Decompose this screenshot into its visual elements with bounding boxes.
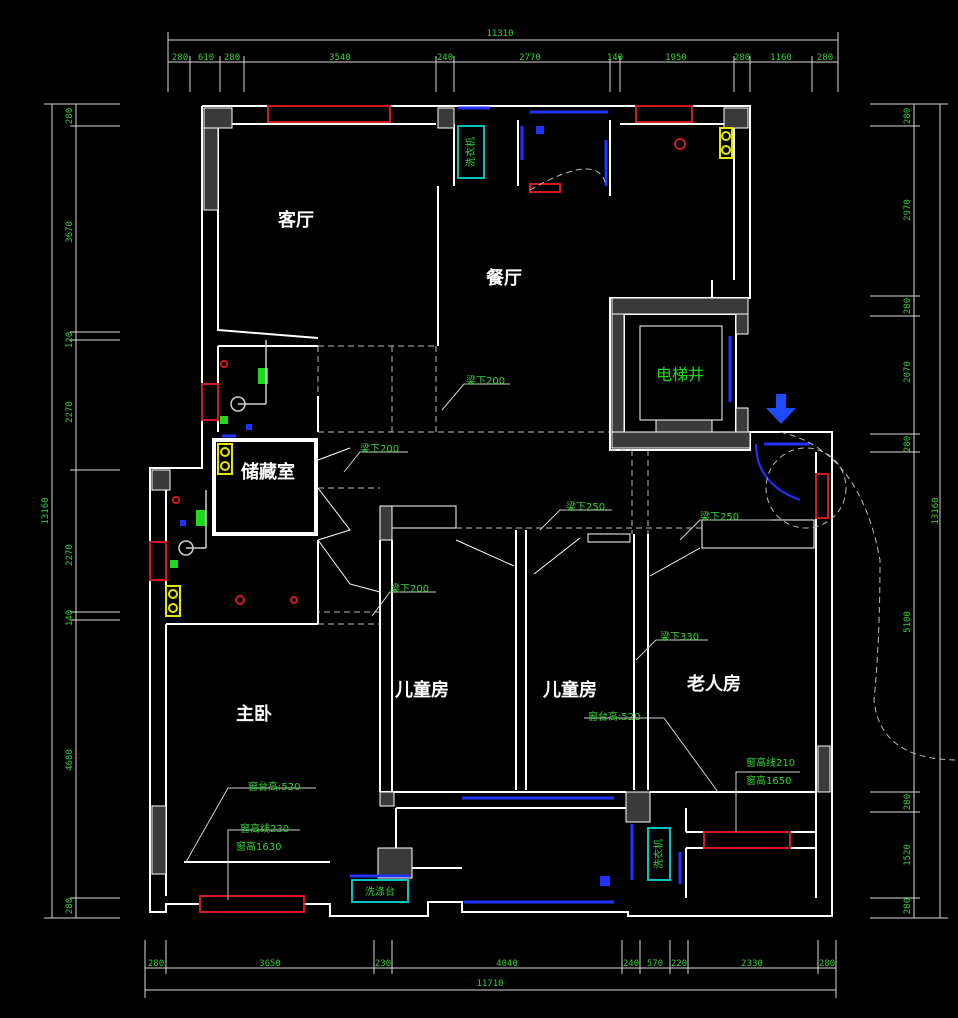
note-beam: 梁下250 — [700, 510, 739, 523]
dim-right-seg: 2970 — [903, 199, 913, 221]
door-swings — [317, 447, 701, 593]
dimension-lines — [44, 32, 948, 998]
dim-bottom-seg: 3650 — [259, 959, 281, 969]
room-elder: 老人房 — [687, 673, 741, 695]
note-window: 窗高线230 — [240, 822, 289, 835]
dim-top-seg: 280 — [172, 53, 188, 63]
washer-2-label: 洗衣机 — [652, 839, 665, 869]
dim-top-seg: 1160 — [770, 53, 792, 63]
room-storage: 储藏室 — [240, 461, 295, 483]
dim-top-seg: 140 — [607, 53, 623, 63]
doors — [222, 106, 810, 904]
dim-right-seg: 5100 — [903, 611, 913, 633]
annotations: 梁下200 梁下200 梁下250 梁下250 梁下200 梁下330 窗台高:… — [236, 374, 795, 853]
vent-icons — [170, 368, 268, 568]
dim-bottom-seg: 280 — [148, 959, 164, 969]
dim-right-seg: 280 — [903, 108, 913, 124]
room-child-1: 儿童房 — [394, 679, 449, 701]
note-beam: 梁下200 — [466, 374, 505, 387]
counter-icon — [351, 879, 409, 903]
floor-drain-icons — [180, 126, 610, 886]
dim-top-seg: 280 — [817, 53, 833, 63]
room-elevator: 电梯井 — [656, 365, 704, 384]
dim-left-seg: 4680 — [65, 749, 75, 771]
note-window: 窗高1630 — [236, 840, 281, 853]
entrance-arrow-icon — [766, 394, 796, 424]
fixtures: 洗衣机 洗衣机 洗涤台 — [165, 125, 733, 903]
note-sill: 窗台高:520 — [588, 710, 640, 723]
elevator-shaft — [639, 325, 723, 421]
room-labels: 客厅 餐厅 储藏室 电梯井 主卧 儿童房 儿童房 老人房 — [236, 209, 741, 725]
dimension-labels: 11310 280 610 280 3540 240 2770 140 1950… — [41, 29, 941, 989]
wall-columns — [151, 107, 831, 879]
leader-lines — [185, 383, 800, 900]
drain-icons — [178, 340, 267, 556]
note-beam: 梁下250 — [566, 500, 605, 513]
washer-2-icon — [647, 827, 671, 881]
dim-bottom-seg: 2330 — [741, 959, 763, 969]
room-master: 主卧 — [236, 703, 272, 725]
dim-left-seg: 280 — [65, 108, 75, 124]
dim-bottom-seg: 570 — [647, 959, 663, 969]
dim-left-seg: 3670 — [65, 221, 75, 243]
dim-left-seg: 120 — [65, 332, 75, 348]
dim-bottom-seg: 4040 — [496, 959, 518, 969]
beam-lines — [317, 168, 958, 761]
room-dining: 餐厅 — [485, 267, 522, 289]
room-living: 客厅 — [278, 209, 314, 231]
dim-left-seg: 280 — [65, 898, 75, 914]
dim-top-seg: 610 — [198, 53, 214, 63]
note-window: 窗高线210 — [746, 756, 795, 769]
dim-right-seg: 2070 — [903, 361, 913, 383]
room-child-2: 儿童房 — [542, 679, 597, 701]
dim-right-seg: 280 — [903, 436, 913, 452]
washer-1-label: 洗衣机 — [464, 137, 477, 167]
dim-left-total: 13160 — [41, 497, 51, 524]
dim-right-total: 13160 — [931, 497, 941, 524]
dim-right-seg: 280 — [903, 298, 913, 314]
dim-top-seg: 280 — [224, 53, 240, 63]
dim-top-total: 11310 — [486, 29, 513, 39]
dim-bottom-seg: 220 — [671, 959, 687, 969]
note-beam: 梁下330 — [660, 630, 699, 643]
pipe-icon — [165, 127, 733, 617]
outlet-icons — [172, 138, 686, 605]
dim-bottom-seg: 280 — [819, 959, 835, 969]
dim-bottom-seg: 230 — [375, 959, 391, 969]
dim-bottom-total: 11710 — [476, 979, 503, 989]
dim-left-seg: 2270 — [65, 401, 75, 423]
dim-right-seg: 1520 — [903, 844, 913, 866]
dim-right-seg: 280 — [903, 898, 913, 914]
dim-right-seg: 280 — [903, 794, 913, 810]
note-beam: 梁下200 — [390, 582, 429, 595]
dim-left-seg: 140 — [65, 610, 75, 626]
dim-top-seg: 280 — [734, 53, 750, 63]
dim-top-seg: 2770 — [519, 53, 541, 63]
windows — [149, 105, 829, 913]
note-window: 窗高1650 — [746, 774, 791, 787]
dim-top-seg: 1950 — [665, 53, 687, 63]
counter-label: 洗涤台 — [365, 885, 395, 898]
storage-room — [212, 438, 318, 536]
note-beam: 梁下200 — [360, 442, 399, 455]
dim-top-seg: 3540 — [329, 53, 351, 63]
washer-1-icon — [457, 125, 485, 179]
dim-left-seg: 2270 — [65, 544, 75, 566]
dim-bottom-seg: 240 — [623, 959, 639, 969]
note-sill: 窗台高:520 — [248, 780, 300, 793]
dim-top-seg: 240 — [437, 53, 453, 63]
